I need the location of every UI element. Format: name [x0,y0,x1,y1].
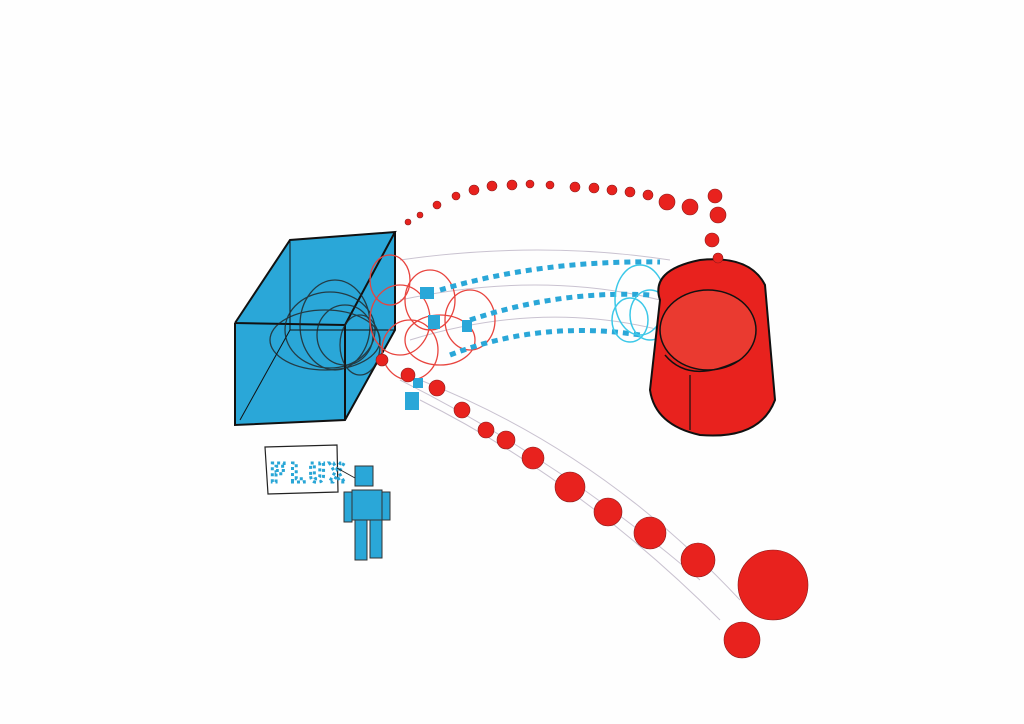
red-dot [525,179,535,189]
red-dot [416,211,424,219]
red-dot [658,193,676,211]
red-dot [554,471,586,503]
person-figure [343,465,391,561]
red-dot [707,188,723,204]
red-dot [486,180,498,192]
red-dot [428,379,446,397]
red-dot [545,180,555,190]
red-cylinder [648,258,777,437]
red-dot [451,191,461,201]
red-dot [681,198,699,216]
red-dot [723,621,761,659]
red-dot [375,353,389,367]
blue-streams [439,259,661,358]
red-dot [496,430,516,450]
blue-cube [234,230,397,427]
red-dot [588,182,600,194]
red-dot [569,181,581,193]
red-dot [606,184,618,196]
red-dot [704,232,720,248]
red-dots [375,179,809,659]
flux-sign: FLUX [264,444,356,495]
red-dot [680,542,716,578]
red-dot [709,206,727,224]
red-dot [477,421,495,439]
red-dot [521,446,545,470]
red-dot [400,367,416,383]
red-dot [712,252,724,264]
red-dot [737,549,809,621]
red-dot [593,497,623,527]
sign-text: FLUX [270,459,349,489]
red-dot [468,184,480,196]
red-dot [633,516,667,550]
red-dot [642,189,654,201]
red-dot [624,186,636,198]
red-dot [506,179,518,191]
red-dot [404,218,412,226]
blue-fragments [405,287,472,410]
red-dot [453,401,471,419]
red-dot [432,200,442,210]
